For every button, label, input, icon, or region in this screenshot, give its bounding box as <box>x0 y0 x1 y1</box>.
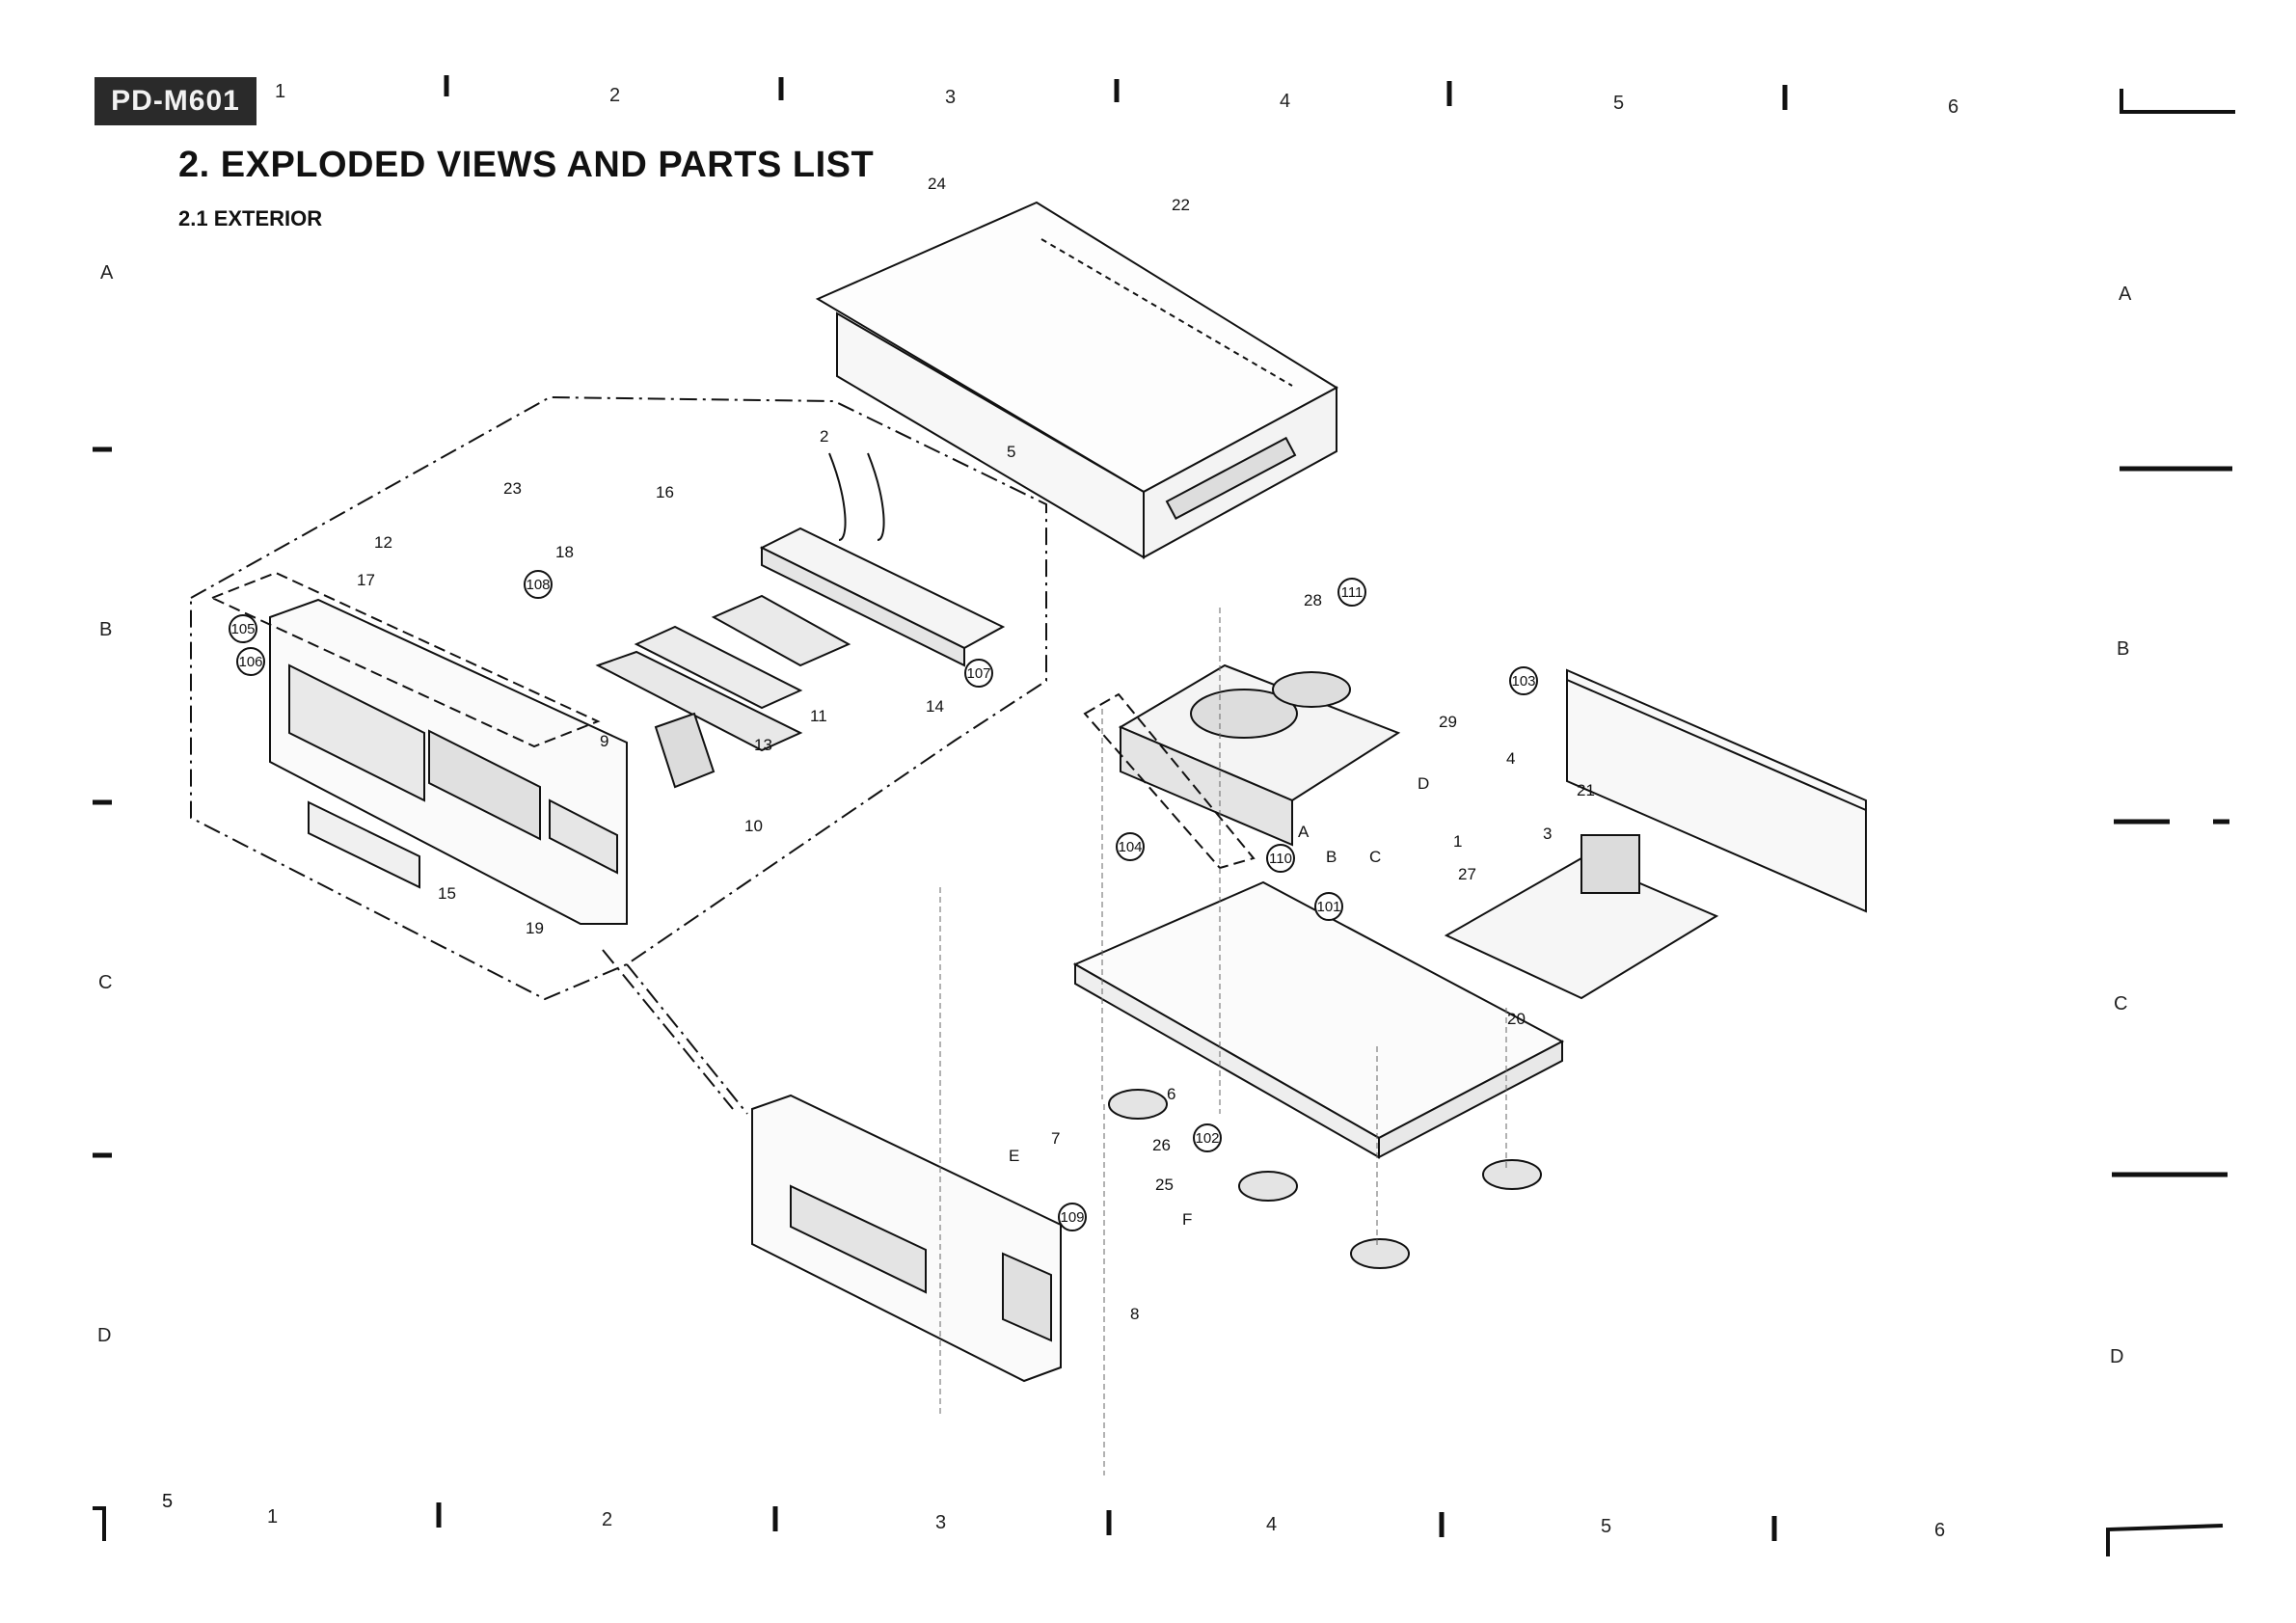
part-label: 25 <box>1155 1176 1174 1194</box>
circled-label: 102 <box>1195 1130 1219 1147</box>
part-label: 11 <box>810 707 827 725</box>
foot <box>1351 1239 1409 1268</box>
part-label: 28 <box>1304 591 1322 609</box>
part-label: 4 <box>1506 749 1515 768</box>
button-pcb <box>598 453 1003 787</box>
part-label: 22 <box>1172 196 1190 214</box>
front-panel-detail <box>212 573 627 924</box>
part-label: 16 <box>656 483 674 501</box>
part-label: 24 <box>928 175 946 193</box>
part-label: 1 <box>1453 832 1462 851</box>
part-label: 8 <box>1130 1305 1139 1323</box>
connector-letter: E <box>1009 1147 1019 1165</box>
circled-label: 104 <box>1118 839 1142 855</box>
part-label: 9 <box>600 732 608 750</box>
detail-leader-line <box>627 964 747 1114</box>
circled-label: 108 <box>526 577 550 593</box>
connector-letter: F <box>1182 1210 1192 1229</box>
main-pcb <box>1446 835 1716 998</box>
part-label: 14 <box>926 697 944 716</box>
front-panel-assembled <box>752 1096 1061 1381</box>
connector-letter: D <box>1418 774 1429 793</box>
foot <box>1109 1090 1167 1119</box>
foot <box>1483 1160 1541 1189</box>
part-label: 18 <box>555 543 574 561</box>
connector-letter: B <box>1326 848 1337 866</box>
part-label: 2 <box>820 427 828 446</box>
part-label: 6 <box>1167 1085 1175 1103</box>
part-label: 10 <box>744 817 763 835</box>
top-cover <box>818 203 1337 557</box>
part-label: 19 <box>526 919 544 937</box>
connector-letter: C <box>1369 848 1381 866</box>
part-label: 29 <box>1439 713 1457 731</box>
foot <box>1239 1172 1297 1201</box>
circled-label: 101 <box>1316 899 1340 915</box>
circled-label: 106 <box>238 654 262 670</box>
part-label: 5 <box>1007 443 1015 461</box>
circled-label: 103 <box>1511 673 1535 690</box>
part-label: 3 <box>1543 825 1552 843</box>
part-label: 7 <box>1051 1129 1060 1148</box>
part-label: 21 <box>1577 781 1595 799</box>
corner-mark <box>2121 89 2235 112</box>
part-label: 23 <box>503 479 522 498</box>
part-label: 20 <box>1507 1010 1526 1028</box>
part-label: 17 <box>357 571 375 589</box>
circled-label: 105 <box>230 621 255 637</box>
corner-mark <box>2108 1526 2223 1556</box>
part-label: 15 <box>438 884 456 903</box>
circled-label: 111 <box>1341 584 1364 601</box>
corner-mark <box>93 1508 104 1541</box>
part-label: 12 <box>374 533 392 552</box>
part-label: 13 <box>754 736 772 754</box>
circled-label: 110 <box>1269 851 1292 867</box>
circled-label: 107 <box>966 665 990 682</box>
part-label: 27 <box>1458 865 1476 883</box>
connector-letter: A <box>1298 823 1310 841</box>
part-label: 26 <box>1152 1136 1171 1154</box>
detail-leader-line <box>603 950 733 1109</box>
circled-label: 109 <box>1060 1209 1084 1226</box>
